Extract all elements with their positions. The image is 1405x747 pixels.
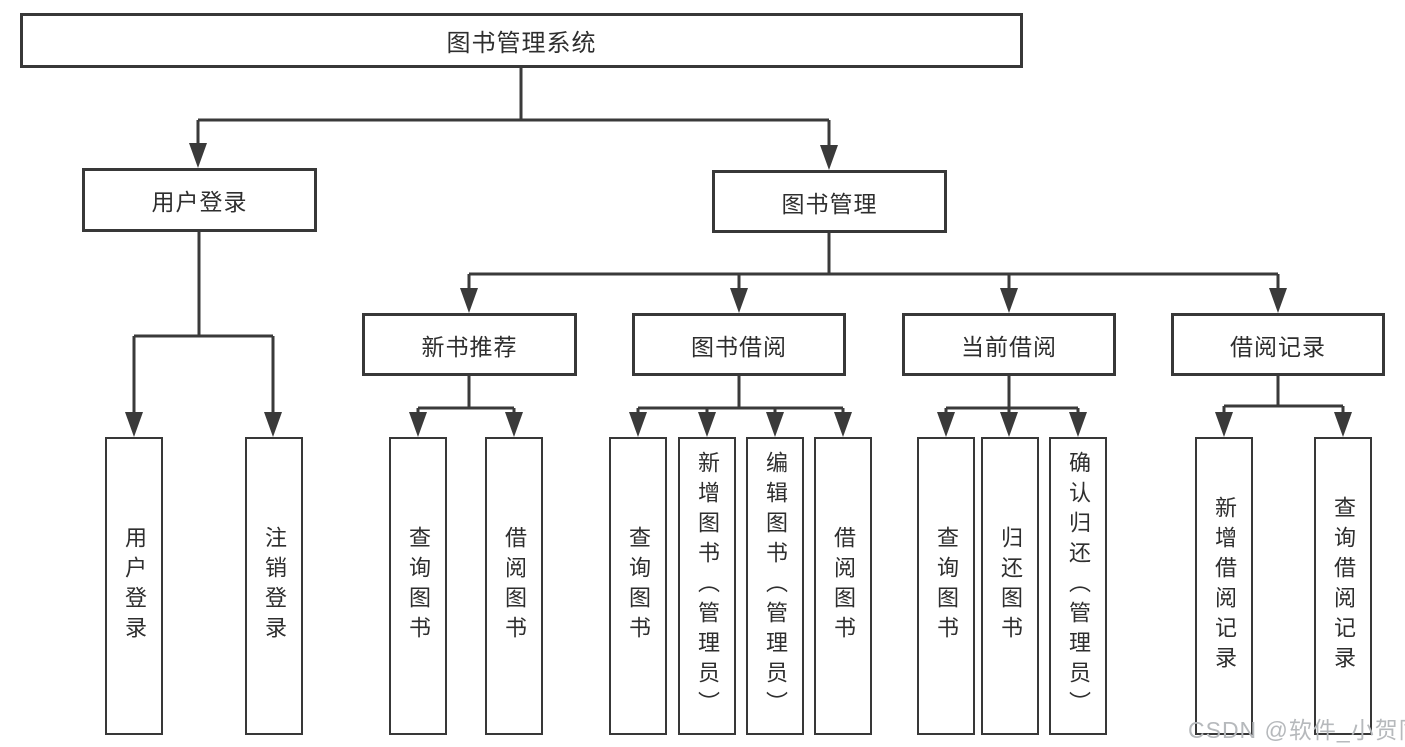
- leaf-recommend-borrow-book: 借阅图书: [485, 437, 543, 735]
- csdn-watermark: CSDN @软件_小贺同学: [1188, 717, 1405, 743]
- node-new-book-recommend: 新书推荐: [362, 313, 577, 376]
- node-root: 图书管理系统: [20, 13, 1023, 68]
- leaf-query-borrow-record: 查询借阅记录: [1314, 437, 1372, 735]
- leaf-current-query-book: 查询图书: [917, 437, 975, 735]
- leaf-borrow-book: 借阅图书: [814, 437, 872, 735]
- leaf-return-book: 归还图书: [981, 437, 1039, 735]
- leaf-add-borrow-record: 新增借阅记录: [1195, 437, 1253, 735]
- leaf-edit-book-admin: 编辑图书（管理员）: [746, 437, 804, 735]
- node-book-management: 图书管理: [712, 170, 947, 233]
- tree-edges: [132, 68, 1345, 415]
- node-book-borrow: 图书借阅: [632, 313, 846, 376]
- leaf-recommend-query-book: 查询图书: [389, 437, 447, 735]
- node-user-login: 用户登录: [82, 168, 317, 232]
- node-current-borrow: 当前借阅: [902, 313, 1116, 376]
- leaf-borrow-query-book: 查询图书: [609, 437, 667, 735]
- leaf-logout: 注销登录: [245, 437, 303, 735]
- arrowheads: [125, 143, 1352, 437]
- leaf-user-login: 用户登录: [105, 437, 163, 735]
- leaf-confirm-return-admin: 确认归还（管理员）: [1049, 437, 1107, 735]
- node-borrow-record: 借阅记录: [1171, 313, 1385, 376]
- leaf-add-book-admin: 新增图书（管理员）: [678, 437, 736, 735]
